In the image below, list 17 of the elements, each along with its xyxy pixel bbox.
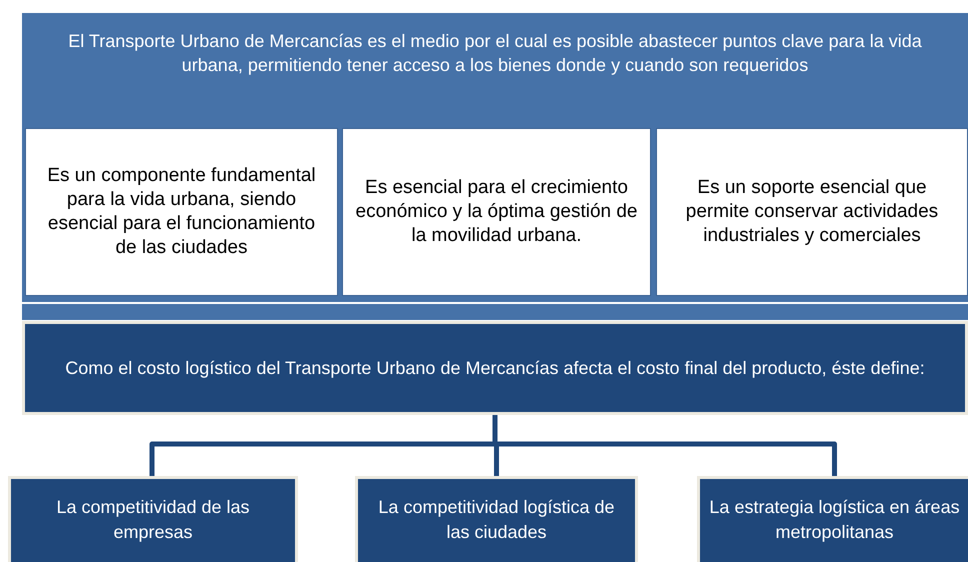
box-text: La estrategia logística en áreas metropolitanas — [708, 496, 961, 544]
box-text: Es un soporte esencial que permite conservar actividades industriales y comerciales — [684, 176, 940, 248]
result-box — [8, 476, 298, 562]
box-text: Es esencial para el crecimiento económico y la óptima gestión de la movilidad urbana. — [354, 176, 638, 248]
info-box — [656, 128, 968, 296]
divider-band — [22, 304, 968, 320]
info-box — [25, 128, 338, 296]
summary-box — [22, 321, 968, 415]
header-panel — [22, 13, 968, 302]
box-text: Como el costo logístico del Transporte Urbano de Mercancías afecta el costo final del producto, éste define: — [64, 356, 926, 380]
result-box — [697, 476, 968, 562]
info-box — [342, 128, 651, 296]
box-text: La competitividad logística de las ciudades — [377, 496, 616, 544]
box-text: Es un componente fundamental para la vida urbana, siendo esencial para el funcionamiento de las ciudades — [46, 164, 317, 260]
box-text: La competitividad de las empresas — [55, 496, 251, 544]
result-box — [355, 476, 638, 562]
box-text: El Transporte Urbano de Mercancías es el medio por el cual es posible abastecer puntos clave para la vida urbana, permitiendo tener acceso a los bienes donde y cuando son requeridos — [67, 30, 923, 77]
